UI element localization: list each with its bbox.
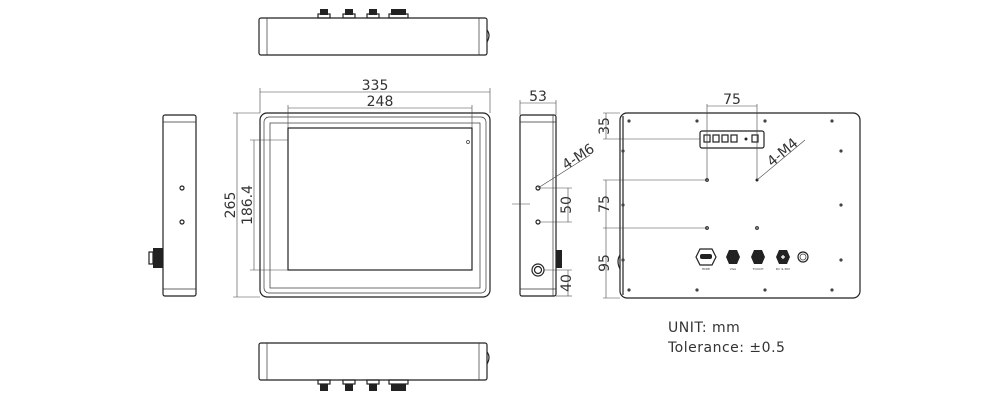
right-side-view: 53 4-M6 50 40 bbox=[512, 89, 598, 297]
top-connectors bbox=[317, 9, 409, 19]
dim-rear-hole-spacing-h: 75 bbox=[723, 92, 741, 108]
rear-screws bbox=[621, 119, 843, 292]
dim-rear-hole-spacing-v: 75 bbox=[597, 195, 613, 213]
label-side-mount: 4-M6 bbox=[559, 141, 597, 174]
bottom-view bbox=[258, 342, 490, 391]
dim-screen-height: 186.4 bbox=[240, 185, 256, 225]
top-view bbox=[258, 9, 490, 56]
dim-front-width: 335 bbox=[362, 78, 389, 94]
connector-label-hdmi: HDMI bbox=[702, 267, 710, 271]
connector-label-vga: VGA bbox=[730, 267, 737, 271]
dim-side-hole-bottom: 40 bbox=[559, 274, 575, 292]
rear-buttons bbox=[703, 134, 759, 143]
left-side-view bbox=[148, 114, 197, 297]
dim-side-hole-spacing: 50 bbox=[559, 196, 575, 214]
rear-connectors: HDMI VGA TOUCH DC 9-36V bbox=[695, 248, 809, 271]
rear-view: 75 4-M4 35 75 95 HDMI VGA TOUCH DC 9-36 bbox=[597, 92, 861, 299]
front-view: 335 248 265 186.4 bbox=[223, 78, 491, 298]
dim-front-height: 265 bbox=[223, 192, 239, 219]
button-panel bbox=[699, 130, 765, 149]
connector-label-power: DC 9-36V bbox=[776, 267, 791, 271]
unit-note: UNIT: mm bbox=[668, 320, 741, 336]
tolerance-note: Tolerance: ±0.5 bbox=[668, 340, 786, 356]
label-rear-mount: 4-M4 bbox=[764, 135, 801, 170]
dim-screen-width: 248 bbox=[367, 94, 394, 110]
dim-rear-top-offset: 35 bbox=[597, 117, 613, 135]
dim-depth: 53 bbox=[529, 89, 547, 105]
bottom-connectors bbox=[317, 379, 409, 391]
connector-label-touch: TOUCH bbox=[752, 267, 764, 271]
dim-rear-bottom-offset: 95 bbox=[597, 254, 613, 272]
